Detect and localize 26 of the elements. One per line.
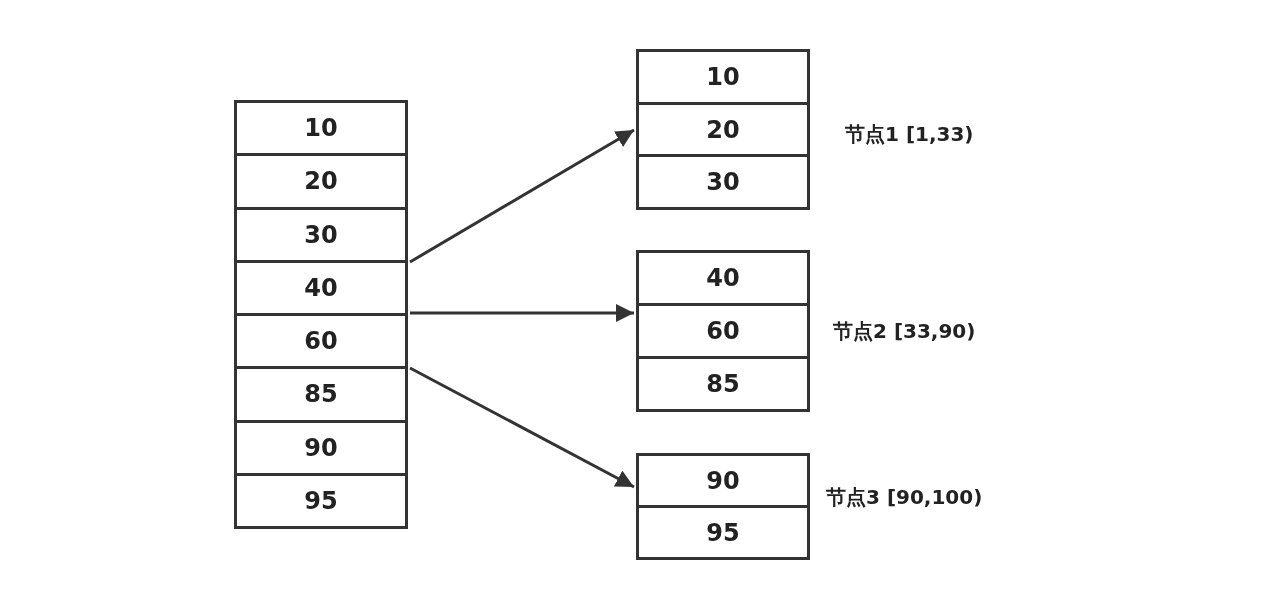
array-cell: 90 xyxy=(639,456,807,508)
array-cell: 95 xyxy=(639,508,807,557)
array-cell: 30 xyxy=(237,209,405,263)
array-cell: 30 xyxy=(639,157,807,207)
array-cell: 90 xyxy=(237,422,405,476)
array-cell: 40 xyxy=(237,262,405,316)
arrow xyxy=(410,304,634,322)
array-cell: 85 xyxy=(639,359,807,409)
array-cell: 95 xyxy=(237,475,405,526)
array-cell: 60 xyxy=(237,316,405,370)
cell-stack xyxy=(636,49,810,210)
cell-stack xyxy=(234,100,408,529)
node-label: 节点3 [90,100) xyxy=(826,484,983,511)
array-cell: 85 xyxy=(237,369,405,423)
array-cell: 10 xyxy=(237,103,405,157)
array-cell: 10 xyxy=(639,52,807,105)
cell-stack xyxy=(636,250,810,412)
array-cell: 60 xyxy=(639,306,807,359)
cell-stack xyxy=(636,453,810,560)
array-cell: 40 xyxy=(639,253,807,306)
node-label: 节点2 [33,90) xyxy=(833,318,976,345)
arrow xyxy=(409,366,635,489)
arrow xyxy=(409,128,635,264)
array-cell: 20 xyxy=(639,104,807,158)
node-label: 节点1 [1,33) xyxy=(845,121,974,148)
array-cell: 20 xyxy=(237,156,405,210)
